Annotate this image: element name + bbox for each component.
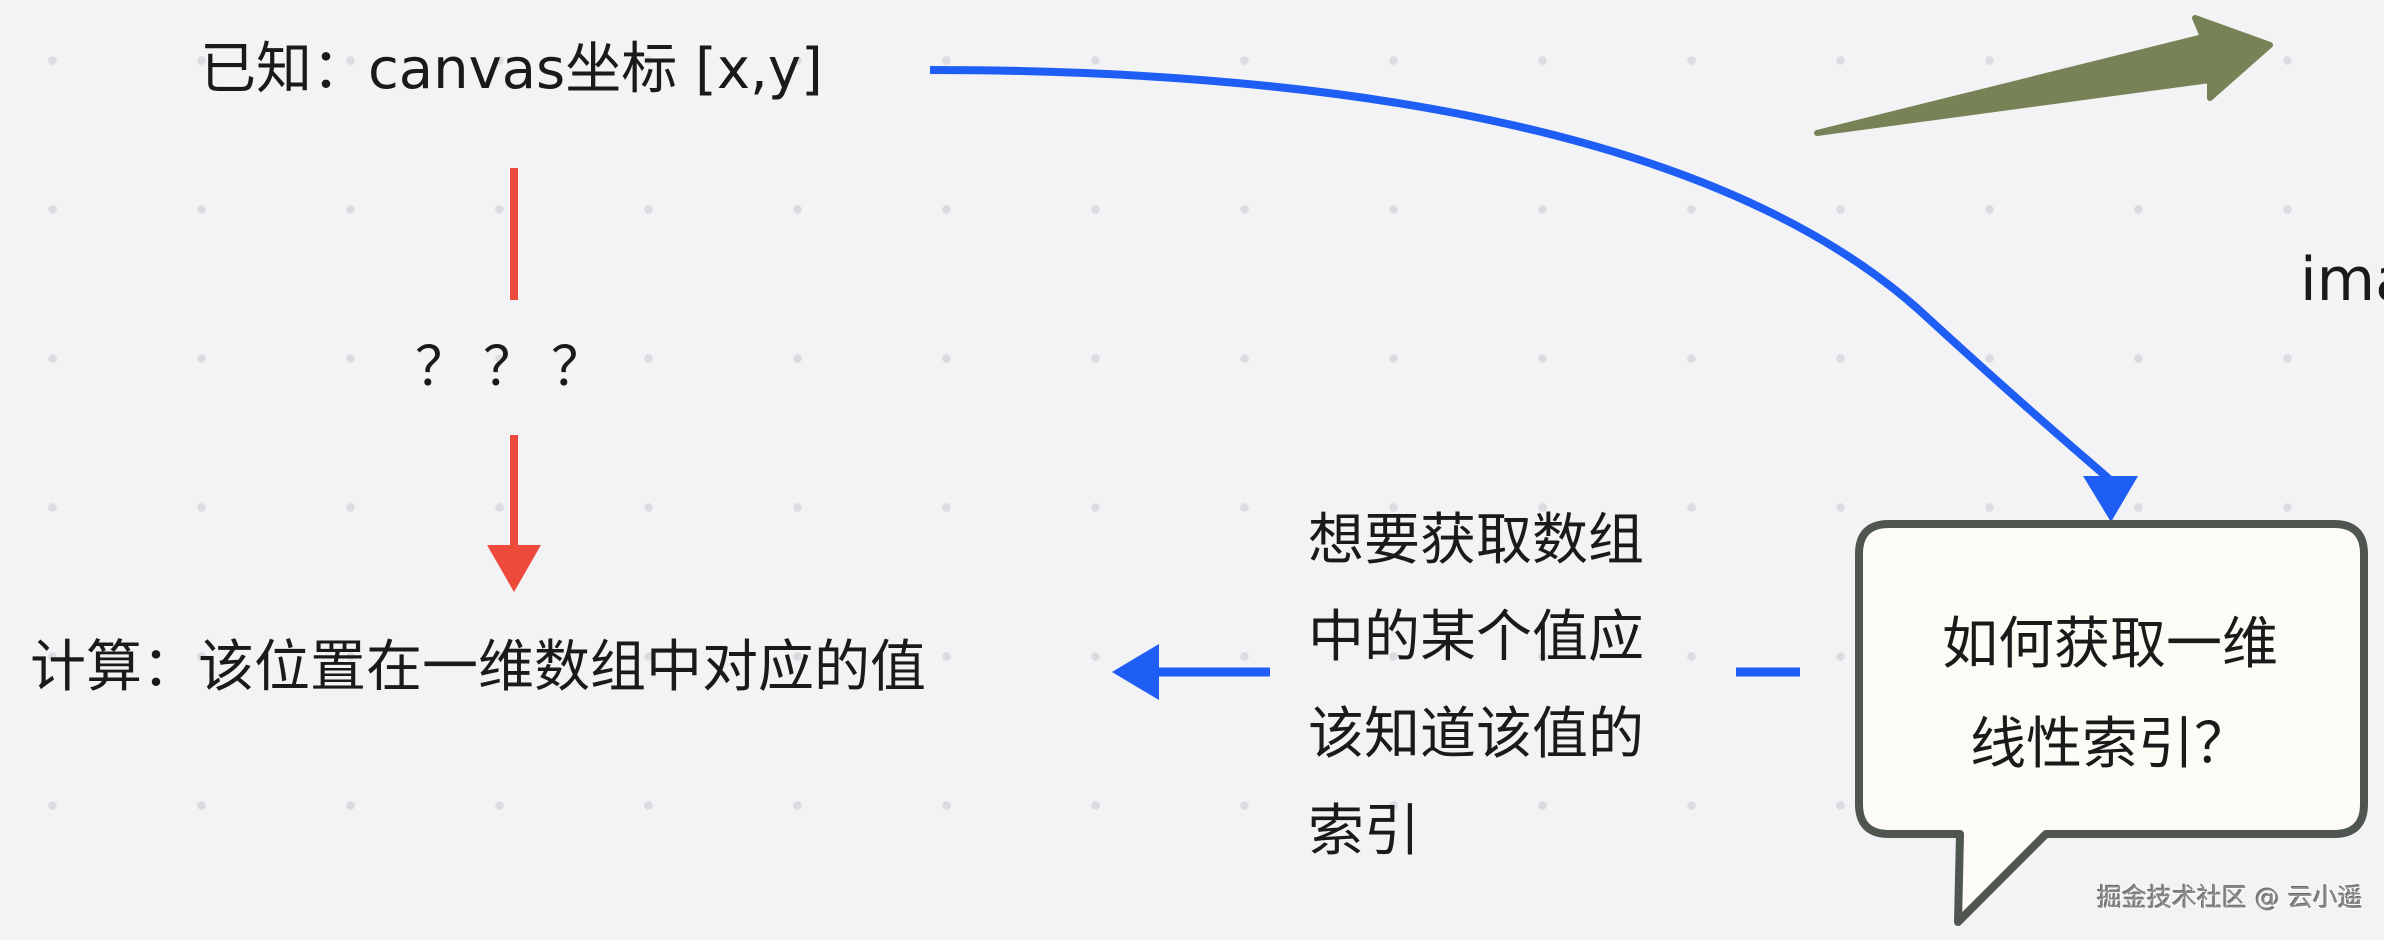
blue-arrowhead-down-icon: [2083, 476, 2138, 522]
watermark: 掘金技术社区 @ 云小遥: [2097, 883, 2363, 912]
note-line: 想要获取数组: [1308, 508, 1644, 573]
note-line: 该知道该值的: [1308, 702, 1644, 767]
note-line: 中的某个值应: [1308, 605, 1644, 670]
speech-bubble-text: 如何获取一维 线性索引？: [1900, 595, 2320, 795]
known-coordinates-node: 已知：canvas坐标 [x,y]: [200, 37, 823, 102]
partial-offscreen-label: ima: [2300, 245, 2384, 315]
blue-arrowhead-left-icon: [1112, 644, 1159, 700]
speech-bubble-shape: [1855, 520, 2368, 926]
bubble-line: 如何获取一维: [1942, 612, 2278, 677]
unknown-step-label: ？？？: [415, 335, 619, 398]
calculate-value-node: 计算：该位置在一维数组中对应的值: [30, 635, 926, 700]
note-line: 索引: [1308, 799, 1420, 864]
green-arrow-icon: [1814, 15, 2273, 136]
index-note: 想要获取数组 中的某个值应 该知道该值的 索引: [1308, 492, 1708, 880]
blue-curved-connector: [929, 66, 2113, 483]
red-arrowhead-icon: [487, 545, 541, 592]
bubble-line: 线性索引？: [1970, 712, 2250, 777]
